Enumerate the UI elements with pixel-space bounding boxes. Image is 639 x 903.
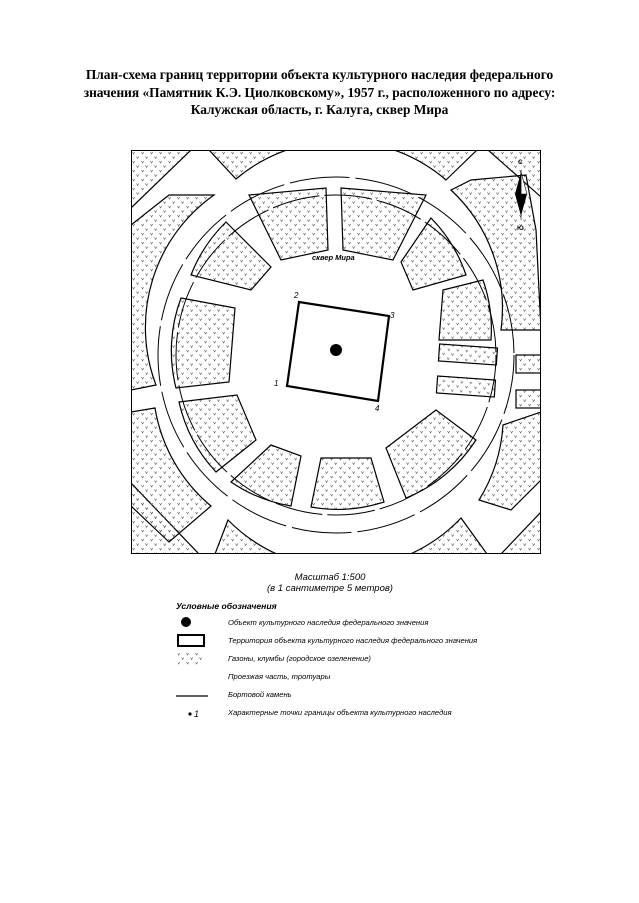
compass-south-label: Ю <box>517 225 524 232</box>
curb-line-icon <box>176 695 208 697</box>
outer-curb-ring <box>157 176 515 534</box>
lawn-bed-right <box>438 279 492 341</box>
heritage-territory-boundary <box>285 300 391 403</box>
lawn-bed-left <box>170 297 236 389</box>
lawn-ring-top <box>208 150 478 181</box>
title-line-2: значения «Памятник К.Э. Циолковскому», 1… <box>83 84 556 100</box>
boundary-point-4: 4 <box>375 404 380 413</box>
lawn-ring-bottom-left <box>131 407 212 543</box>
lawn-ring-left <box>131 194 216 391</box>
lawn-bed-bottom-right <box>385 409 477 499</box>
lawn-bed-bottom-left-2 <box>230 444 302 507</box>
compass-north-label: С <box>518 159 523 166</box>
lawn-strip-middle-2 <box>435 375 497 398</box>
lawn-ring-bottom-right <box>478 411 541 511</box>
lawn-strip-right-2 <box>515 389 541 409</box>
title-line-1: План-схема границ территории объекта кул… <box>85 67 554 82</box>
legend-item-roads: Проезжая часть, тротуары <box>176 669 596 687</box>
scale-note: (в 1 сантиметре 5 метров) <box>267 583 393 594</box>
legend-item-curb: Бортовой камень <box>176 687 596 705</box>
legend-item-points: 1 Характерные точки границы объекта куль… <box>176 705 596 723</box>
boundary-point-1: 1 <box>274 379 278 388</box>
scale-text: Масштаб 1:500 <box>294 572 366 583</box>
boundary-point-3: 3 <box>390 311 395 320</box>
monument-dot <box>330 344 342 356</box>
inner-curb-ring <box>175 194 497 516</box>
scale-block: Масштаб 1:500 (в 1 сантиметре 5 метров) <box>200 572 460 594</box>
legend: Условные обозначения Объект культурного … <box>176 601 596 723</box>
lawn-corner-top-left <box>131 150 192 209</box>
map-frame <box>131 150 541 554</box>
lawn-corner-bottom-right <box>500 511 541 554</box>
legend-item-label: Характерные точки границы объекта культу… <box>228 708 452 717</box>
boundary-point-2: 2 <box>293 291 299 300</box>
lawn-strip-middle-1 <box>437 343 499 366</box>
lawn-icon <box>178 653 202 665</box>
lawn-ring-bottom <box>214 517 488 554</box>
title-line-3: Калужская область, г. Калуга, сквер Мира <box>190 102 449 117</box>
lawn-bed-top-left <box>248 187 329 261</box>
place-label: сквер Мира <box>312 253 355 262</box>
legend-item-monument: Объект культурного наследия федерального… <box>176 615 596 633</box>
legend-item-label: Бортовой камень <box>228 690 292 699</box>
legend-item-lawn: Газоны, клумбы (городское озеленение) <box>176 651 596 669</box>
legend-item-label: Территория объекта культурного наследия … <box>228 636 478 645</box>
north-arrow-icon: С Ю <box>515 159 528 232</box>
lawn-bed-bottom <box>310 457 385 510</box>
lawn-bed-left-upper <box>190 221 272 291</box>
legend-title: Условные обозначения <box>176 601 277 611</box>
point-icon: 1 <box>188 709 199 719</box>
lawn-bed-bottom-left <box>178 394 257 473</box>
site-plan-map: 1 2 3 4 сквер Мира С Ю <box>131 150 541 554</box>
point-icon-label: 1 <box>194 709 199 719</box>
legend-item-territory: Территория объекта культурного наследия … <box>176 633 596 651</box>
page-title: План-схема границ территории объекта кул… <box>60 66 579 119</box>
lawn-bed-top-right <box>340 187 427 261</box>
legend-item-label: Газоны, клумбы (городское озеленение) <box>228 654 371 663</box>
rectangle-icon <box>177 634 205 647</box>
blank-icon <box>176 669 210 685</box>
lawn-strip-right-1 <box>515 354 541 374</box>
dot-icon <box>181 617 191 627</box>
legend-item-label: Проезжая часть, тротуары <box>228 672 331 681</box>
lawn-bed-right-upper <box>400 217 467 291</box>
lawn-ring-right <box>449 174 541 331</box>
legend-item-label: Объект культурного наследия федерального… <box>228 618 429 627</box>
